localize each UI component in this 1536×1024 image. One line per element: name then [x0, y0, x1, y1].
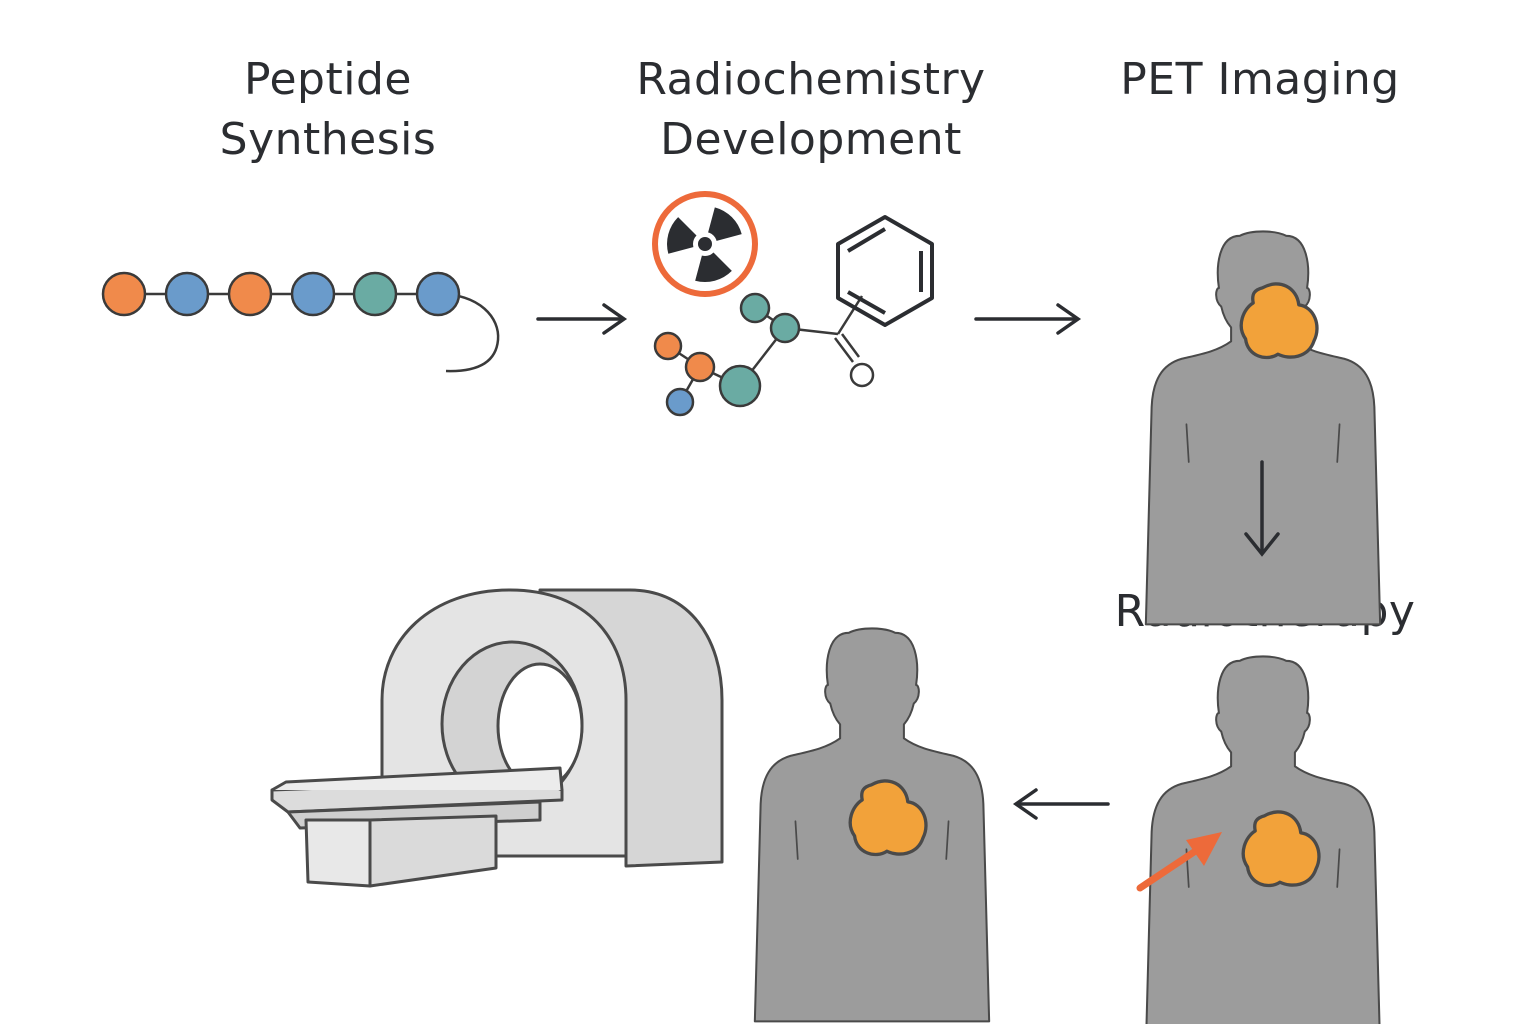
peptide-residue: [164, 271, 210, 317]
scanner-icon: [270, 588, 724, 888]
step-label-radiochem-line1: Radiochemistry: [636, 54, 986, 105]
flow-arrow-icon: [1012, 788, 1110, 820]
step-label-peptide-line1: Peptide: [244, 54, 412, 105]
peptide-chain-icon: [101, 271, 500, 373]
peptide-residue: [101, 271, 147, 317]
molecule-icon: [653, 292, 875, 417]
step-label-peptide-synthesis: Peptide Synthesis: [178, 50, 478, 170]
peptide-residue: [415, 271, 461, 317]
step-label-pet-text: PET Imaging: [1120, 54, 1400, 105]
step-label-radiochemistry-development: Radiochemistry Development: [596, 50, 1026, 170]
flow-arrow-icon: [536, 303, 628, 335]
beam-arrow-icon: [1136, 832, 1222, 892]
peptide-residue: [227, 271, 273, 317]
step-label-peptide-line2: Synthesis: [219, 114, 437, 165]
peptide-residue: [290, 271, 336, 317]
flow-arrow-icon: [1244, 460, 1280, 557]
step-label-pet-imaging: PET Imaging: [1080, 50, 1440, 110]
radiation-hazard-icon: [652, 191, 758, 297]
benzene-ring-icon: [836, 215, 934, 327]
flow-arrow-icon: [974, 303, 1082, 335]
step-label-radiochem-line2: Development: [660, 114, 962, 165]
peptide-residue: [352, 271, 398, 317]
